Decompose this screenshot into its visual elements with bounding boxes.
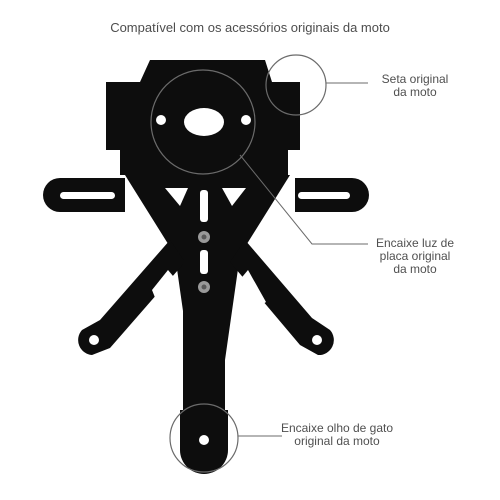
arrow-highlight-circle — [265, 54, 327, 116]
plate-light-callout-line2: placa original — [379, 249, 451, 263]
leader-lines — [238, 82, 368, 437]
reflector-callout-line1: Encaixe olho de gato — [280, 421, 394, 435]
plate-light-callout-line3: da moto — [393, 262, 437, 276]
plate-light-callout: Encaixe luz de placa original da moto — [370, 237, 460, 276]
plate-light-callout-line1: Encaixe luz de — [375, 236, 455, 250]
headline: Compatível com os acessórios originais d… — [110, 20, 390, 35]
bolts — [198, 231, 210, 293]
bracket-cutouts — [60, 108, 350, 445]
highlight-circles — [150, 54, 327, 473]
reflector-callout-line2: original da moto — [294, 434, 380, 448]
plate-light-highlight-circle — [150, 69, 256, 175]
reflector-highlight-circle — [169, 403, 239, 473]
reflector-callout: Encaixe olho de gato original da moto — [272, 422, 402, 448]
arrow-callout: Seta original da moto — [370, 73, 460, 99]
arrow-callout-line2: da moto — [393, 85, 437, 99]
arrow-callout-line1: Seta original — [381, 72, 449, 86]
